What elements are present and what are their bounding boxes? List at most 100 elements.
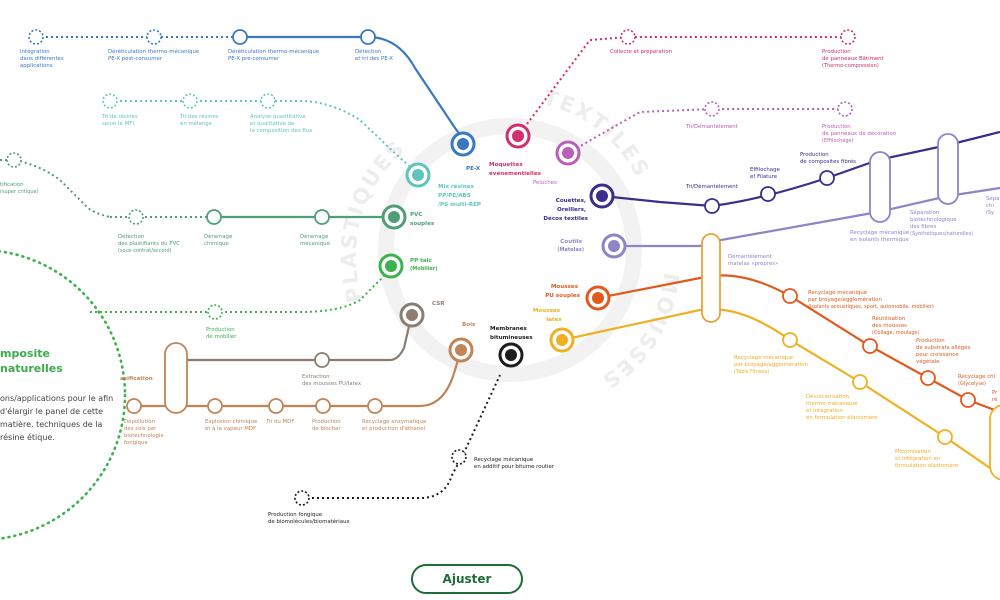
station-navy-2[interactable] [819,170,835,186]
station-yellow-0[interactable] [782,332,798,348]
station-blue-3[interactable] [360,29,376,45]
side-panel-title-line-2: naturelles [0,362,63,375]
station-teal-2[interactable] [260,93,276,109]
station-label-teal-1: Tri des résines en mélange [179,113,220,127]
hub-label-peluches: Peluches [533,180,557,186]
station-brown-0[interactable] [126,398,142,414]
hub-membranes-bitumineuses[interactable] [498,342,524,368]
station-navy-1[interactable] [760,186,776,202]
station-orchid-0[interactable] [704,101,720,117]
station-bright-green-0[interactable] [207,304,223,320]
station-label-brown-0: Dépollution des sols par biotechnologie … [124,418,166,446]
hub-peluches[interactable] [555,140,581,166]
material-ring [378,118,642,382]
line-taupe [176,321,412,362]
hub-csr[interactable] [399,302,425,328]
station-label-green-2: Déramage mécanique [300,233,331,247]
hub-couettes[interactable] [589,183,615,209]
station-green-2[interactable] [314,209,330,225]
hub-label-csr: CSR [432,301,445,307]
hub-label-pvc: PVC souples [410,212,435,227]
station-blue-2[interactable] [232,29,248,45]
station-label-orchid-0: Tri/Démantèlement [685,123,738,130]
capsule-navy-1 [869,151,891,223]
line-black-dotted [302,374,501,499]
line-orchid-dotted [567,108,845,154]
station-label-pink-1: Production de panneaux Bâtiment (Thermo-… [822,49,885,69]
station-label-orange-1: Réutilisation des mousses (Collage, moul… [872,315,920,336]
station-label-navy-2: Production de composites fibrés [800,152,856,165]
station-brown-4[interactable] [367,398,383,414]
station-teal-0[interactable] [102,93,118,109]
station-teal-edge[interactable] [6,152,22,168]
ajuster-button[interactable]: Ajuster [411,564,523,594]
side-panel-description: ons/applications pour le afin d'élargir … [0,394,114,442]
station-yellow-1[interactable] [852,374,868,390]
line-bright-green-dotted [90,271,389,313]
station-black-0[interactable] [451,449,467,465]
hub-label-mix: Mix résines PP/PE/ABS /PS multi-REP [438,183,481,208]
station-label-orange-3: Recyclage chi (Glycolyse) [958,374,997,387]
station-brown-2[interactable] [268,398,284,414]
hub-mousses-pu[interactable] [585,285,611,311]
station-orchid-1[interactable] [837,101,853,117]
hub-label-mousses-pu: Mousses PU souples [545,284,580,299]
station-label-pink-0: Collecte et préparation [610,48,672,55]
station-black-1[interactable] [294,490,310,506]
station-label-orange-0: Recyclage mécanique par broyage/agglomér… [808,289,934,310]
station-label-yellow-1: Dévulcanisation thermo-mécanique et inté… [806,393,878,421]
station-brown-1[interactable] [207,398,223,414]
station-green-0[interactable] [128,209,144,225]
station-pink-1[interactable] [840,29,856,45]
station-brown-3[interactable] [315,398,331,414]
station-navy-0[interactable] [704,198,720,214]
station-label-orange-4: Pr ré [992,390,999,403]
hub-label-bois: Bois [462,322,476,328]
station-label-navy-1: Effilochage et Filature [750,167,782,180]
hub-mousses-latex[interactable] [549,327,575,353]
hub-pex[interactable] [450,131,476,157]
hub-label-moquettes: Moquettes événementielles [489,162,542,177]
station-label-blue-1: Déréticulation thermo-mécanique PE-X pos… [108,48,201,62]
line-brown [130,349,463,408]
hub-pp-talc[interactable] [378,253,404,279]
station-orange-1[interactable] [862,338,878,354]
hub-label-pptalc: PP talc (Mobilier) [410,258,438,272]
station-label-navy-0: Tri/Démantèlement [685,183,738,190]
station-label-brown-3: Production de biochar [312,419,342,432]
station-teal-1[interactable] [182,93,198,109]
station-taupe-0[interactable] [314,352,330,368]
station-label-teal-2: Analyse quantitative et qualitative de l… [250,114,313,134]
hub-moquettes[interactable] [505,123,531,149]
side-panel-title-line-1: mposite [0,347,50,360]
hub-coutils[interactable] [601,233,627,259]
station-label-brown-1: Explosion chimique et à la vapeur MDF [205,419,259,432]
station-orange-3[interactable] [960,392,976,408]
capsule-right-edge [989,404,1000,481]
station-label-yellow-2: Micronisation et intégration en formulat… [895,449,959,469]
hub-pvc-souples[interactable] [381,204,407,230]
hub-bois[interactable] [448,337,474,363]
hub-mix-resines[interactable] [405,162,431,188]
station-label-brown-gas: asification [120,376,153,382]
station-orange-2[interactable] [920,370,936,386]
station-label-black-1: Production fongique de biomolécules/biom… [268,512,350,525]
side-panel-circle [0,250,127,540]
station-label-lavender-2: Sépa chi (Sy [986,195,1000,216]
station-yellow-2[interactable] [937,429,953,445]
station-label-bright-green-0: Production de mobilier [206,327,237,340]
station-blue-1[interactable] [146,29,162,45]
station-orange-0[interactable] [782,288,798,304]
station-pink-0[interactable] [620,29,636,45]
station-label-teal-0: Tri de résines selon le MFI [101,113,139,127]
hub-label-coutils: Coutils (Matelas) [557,239,584,253]
station-green-1[interactable] [206,209,222,225]
line-teal-dotted [110,100,419,176]
station-label-demantelement: Démantèlement matelas «propres» [728,253,778,267]
station-blue-0[interactable] [28,29,44,45]
hub-label-couettes: Couettes, Oreillers, Décos textiles [543,198,588,222]
station-label-teal-edge: tification (super critique) [0,182,39,195]
station-label-blue-2: Déréticulation thermo-mécanique PE-X pré… [228,48,321,62]
